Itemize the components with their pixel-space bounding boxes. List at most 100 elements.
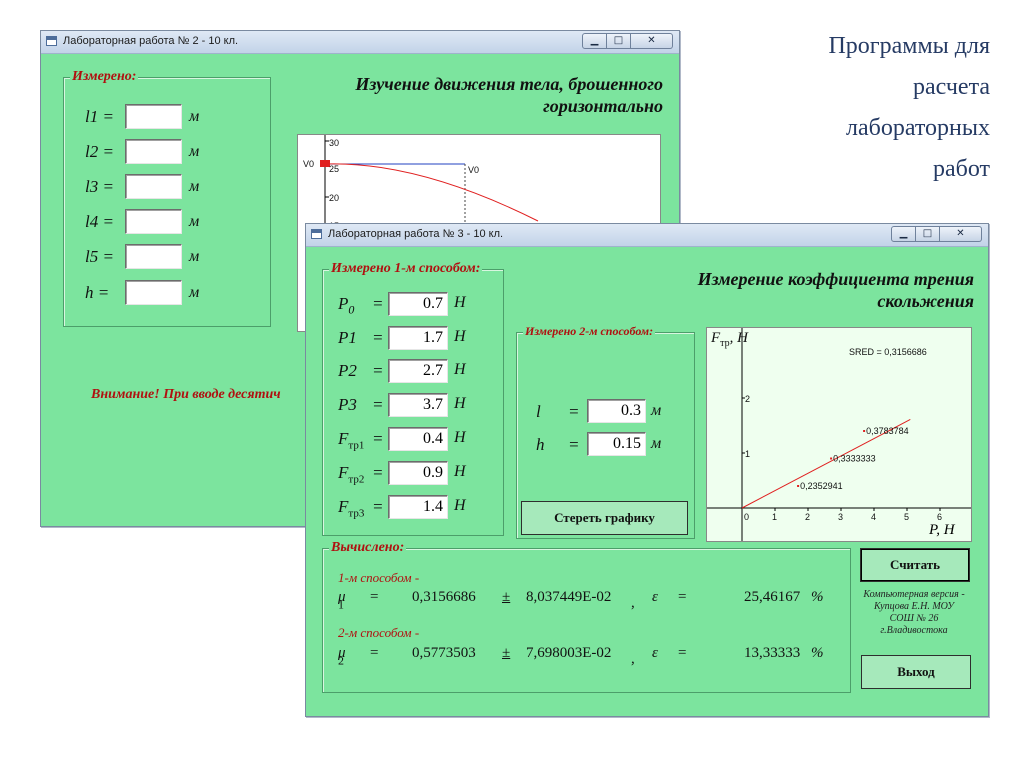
point-label: 0,2352941	[800, 481, 843, 491]
unit-label: Н	[454, 294, 466, 311]
l1-input[interactable]	[125, 104, 182, 129]
mu-main: μ	[338, 589, 346, 605]
p3-input[interactable]: 3.7	[388, 393, 448, 417]
v0-label-left: V0	[303, 159, 314, 169]
label-main: F	[338, 497, 349, 516]
field-label-l5: l5 =	[85, 247, 114, 266]
y-label-main: F	[711, 330, 721, 346]
ftr3-input[interactable]: 1.4	[388, 495, 448, 519]
lab3-titlebar[interactable]: Лабораторная работа № 3 - 10 кл. ▁ □ ✕	[306, 224, 988, 247]
calculated-legend: Вычислено:	[329, 540, 407, 556]
mu2-error: 7,698003E-02	[526, 645, 612, 661]
data-point	[797, 485, 800, 487]
ftr2-input[interactable]: 0.9	[388, 461, 448, 485]
h-input[interactable]	[125, 280, 182, 305]
lab3-heading: Измерение коэффициента трения скольжения	[698, 268, 974, 312]
p2-input[interactable]: 2.7	[388, 359, 448, 383]
p1-input[interactable]: 1.7	[388, 326, 448, 350]
unit-label: м	[189, 248, 200, 265]
method1-frame: Измерено 1-м способом:	[322, 261, 504, 536]
l-input[interactable]: 0.3	[587, 399, 646, 423]
slide-title-line: работ	[932, 156, 990, 182]
field-label-l4: l4 =	[85, 212, 114, 231]
maximize-button[interactable]: □	[607, 33, 631, 49]
maximize-button[interactable]: □	[916, 226, 940, 242]
close-button[interactable]: ✕	[940, 226, 982, 242]
x-tick-label: 2	[805, 512, 810, 522]
clear-graph-button[interactable]: Стереть графику	[521, 501, 688, 535]
unit-label: Н	[454, 395, 466, 412]
credit-line: СОШ № 26	[889, 613, 939, 624]
calculate-button[interactable]: Считать	[860, 548, 970, 582]
plus-minus: ±	[502, 645, 511, 661]
minimize-button[interactable]: ▁	[891, 226, 916, 242]
y-axis-label: Fтр, Н	[711, 330, 748, 349]
equals-sign: =	[370, 645, 379, 661]
point-label: 0,3783784	[866, 426, 909, 436]
h-input[interactable]: 0.15	[587, 432, 646, 456]
unit-label: Н	[454, 429, 466, 446]
unit-label: м	[651, 435, 662, 452]
l3-input[interactable]	[125, 174, 182, 199]
mu1-value: 0,3156686	[412, 589, 476, 605]
unit-label: м	[189, 108, 200, 125]
field-label-l3: l3 =	[85, 177, 114, 196]
label-sub: тр2	[348, 473, 365, 486]
ftr1-input[interactable]: 0.4	[388, 427, 448, 451]
l5-input[interactable]	[125, 244, 182, 269]
close-button[interactable]: ✕	[631, 33, 673, 49]
method2-caption: 2-м способом -	[338, 625, 420, 640]
l2-input[interactable]	[125, 139, 182, 164]
comma: ,	[631, 595, 635, 611]
credit-line: г.Владивостока	[880, 625, 948, 636]
mu2-value: 0,5773503	[412, 645, 476, 661]
ftr2-label: Fтр2	[338, 463, 364, 485]
window-title: Лабораторная работа № 3 - 10 кл.	[328, 228, 504, 240]
slide-title-line: лабораторных	[845, 115, 990, 141]
tick-label: 25	[329, 164, 339, 174]
v0-label-right: V0	[468, 165, 479, 175]
equals-sign: =	[372, 463, 384, 482]
app-icon	[311, 229, 322, 239]
unit-label: Н	[454, 361, 466, 378]
data-point	[863, 430, 866, 432]
l4-input[interactable]	[125, 209, 182, 234]
equals-sign: =	[372, 395, 384, 414]
field-label-l1: l1 =	[85, 107, 114, 126]
method2-frame: Измерено 2-м способом:	[516, 324, 695, 539]
p0-label: P0	[338, 294, 354, 317]
lab2-titlebar[interactable]: Лабораторная работа № 2 - 10 кл. ▁ □ ✕	[41, 31, 679, 54]
decimal-warning: Внимание! При вводе десятич	[91, 387, 281, 402]
unit-label: Н	[454, 328, 466, 345]
minimize-button[interactable]: ▁	[582, 33, 607, 49]
unit-label: м	[189, 213, 200, 230]
mu-sub: 2	[338, 653, 344, 668]
equals-sign: =	[372, 497, 384, 516]
x-tick-label: 0	[744, 512, 749, 522]
heading-line: горизонтально	[543, 96, 663, 116]
point-label: 0,3333333	[833, 454, 876, 464]
point-group: 0,2352941 0,3333333 0,3783784	[797, 426, 909, 491]
label-main: F	[338, 429, 349, 448]
plus-minus: ±	[502, 589, 511, 605]
window-title: Лабораторная работа № 2 - 10 кл.	[63, 35, 239, 47]
label-main: P	[338, 294, 349, 313]
credit-line: Купцова Е.Н. МОУ	[873, 601, 955, 612]
x-tick-label: 6	[937, 512, 942, 522]
trajectory-curve	[324, 163, 539, 222]
field-label-l2: l2 =	[85, 142, 114, 161]
mu-sub: 1	[338, 597, 344, 612]
label-main: F	[338, 463, 349, 482]
slide-title: Программы для расчета лабораторных работ	[828, 26, 990, 190]
equals-sign: =	[370, 589, 379, 605]
measured-frame: Измерено:	[63, 69, 271, 327]
eps-symbol: ε	[652, 645, 658, 661]
exit-button[interactable]: Выход	[861, 655, 971, 689]
p0-input[interactable]: 0.7	[388, 292, 448, 316]
y-tick-label: 2	[745, 394, 750, 404]
credit-line: Компьютерная версия -	[863, 589, 965, 600]
data-point	[830, 457, 833, 460]
y-label-sub: тр	[720, 338, 730, 349]
